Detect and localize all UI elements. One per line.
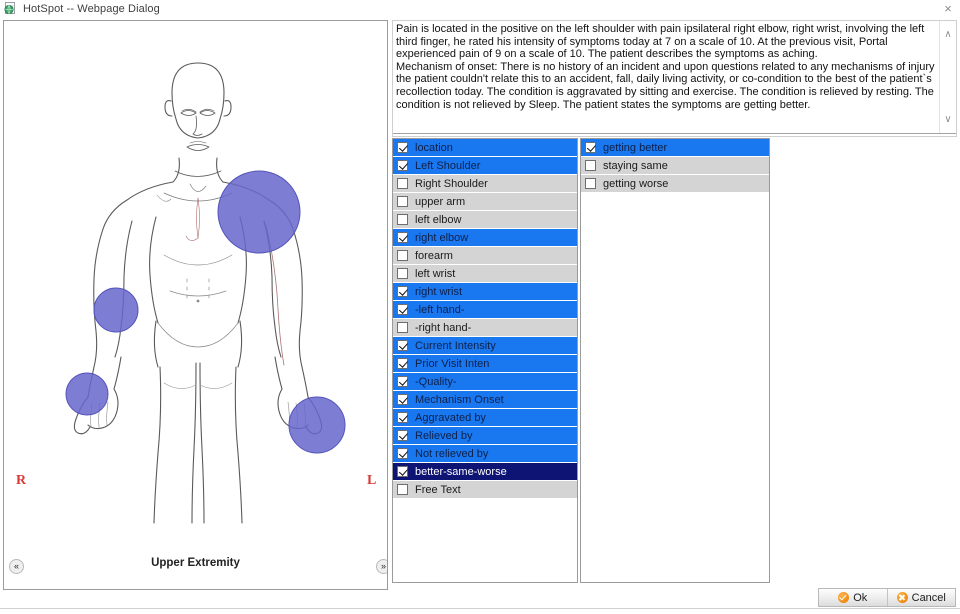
dialog-button-bar: Ok Cancel xyxy=(818,588,956,607)
finding-label: Relieved by xyxy=(415,429,473,442)
finding-checkbox[interactable] xyxy=(397,286,408,297)
title-bar: HotSpot -- Webpage Dialog × xyxy=(0,0,960,17)
finding-checkbox[interactable] xyxy=(397,178,408,189)
finding-label: Current Intensity xyxy=(415,339,496,352)
finding-row[interactable]: better-same-worse xyxy=(393,463,577,481)
narrative-text[interactable]: Pain is located in the positive on the l… xyxy=(396,23,935,111)
finding-checkbox[interactable] xyxy=(397,484,408,495)
finding-checkbox[interactable] xyxy=(397,196,408,207)
finding-label: Right Shoulder xyxy=(415,177,488,190)
finding-row[interactable]: Free Text xyxy=(393,481,577,499)
cancel-button[interactable]: Cancel xyxy=(886,589,955,606)
finding-row[interactable]: right wrist xyxy=(393,283,577,301)
window-title: HotSpot -- Webpage Dialog xyxy=(23,2,160,15)
scroll-down-icon[interactable]: ∨ xyxy=(944,114,952,125)
finding-checkbox[interactable] xyxy=(397,322,408,333)
finding-checkbox[interactable] xyxy=(397,304,408,315)
anatomical-figure[interactable] xyxy=(4,21,387,589)
finding-row[interactable]: -right hand- xyxy=(393,319,577,337)
finding-row[interactable]: Left Shoulder xyxy=(393,157,577,175)
finding-row[interactable]: Relieved by xyxy=(393,427,577,445)
progress-row[interactable]: getting worse xyxy=(581,175,769,193)
finding-label: left elbow xyxy=(415,213,462,226)
finding-checkbox[interactable] xyxy=(397,448,408,459)
finding-checkbox[interactable] xyxy=(397,394,408,405)
progress-checkbox[interactable] xyxy=(585,160,596,171)
finding-label: -left hand- xyxy=(415,303,465,316)
cancel-button-label: Cancel xyxy=(911,591,946,604)
progress-row[interactable]: getting better xyxy=(581,139,769,157)
finding-checkbox[interactable] xyxy=(397,142,408,153)
finding-checkbox[interactable] xyxy=(397,340,408,351)
finding-checkbox[interactable] xyxy=(397,268,408,279)
close-icon[interactable]: × xyxy=(944,1,952,16)
ok-check-icon xyxy=(838,592,850,603)
right-side-marker: R xyxy=(16,473,27,488)
webpage-dialog-icon xyxy=(4,2,17,15)
bottom-divider xyxy=(0,608,960,609)
finding-label: forearm xyxy=(415,249,453,262)
finding-row[interactable]: Prior Visit Inten xyxy=(393,355,577,373)
left-side-marker: L xyxy=(367,473,377,488)
finding-label: -right hand- xyxy=(415,321,472,334)
finding-checkbox[interactable] xyxy=(397,412,408,423)
ok-button-label: Ok xyxy=(853,591,868,604)
finding-checkbox[interactable] xyxy=(397,376,408,387)
finding-row[interactable]: location xyxy=(393,139,577,157)
finding-label: -Quality- xyxy=(415,375,457,388)
region-label: Upper Extremity xyxy=(151,557,240,569)
finding-row[interactable]: Current Intensity xyxy=(393,337,577,355)
finding-row[interactable]: Not relieved by xyxy=(393,445,577,463)
finding-label: Aggravated by xyxy=(415,411,486,424)
finding-checkbox[interactable] xyxy=(397,358,408,369)
finding-row[interactable]: Mechanism Onset xyxy=(393,391,577,409)
finding-label: location xyxy=(415,141,453,154)
finding-row[interactable]: right elbow xyxy=(393,229,577,247)
finding-label: right elbow xyxy=(415,231,469,244)
finding-row[interactable]: Aggravated by xyxy=(393,409,577,427)
narrative-textarea[interactable]: Pain is located in the positive on the l… xyxy=(392,20,957,134)
finding-checkbox[interactable] xyxy=(397,232,408,243)
finding-checkbox[interactable] xyxy=(397,214,408,225)
finding-row[interactable]: -left hand- xyxy=(393,301,577,319)
finding-row[interactable]: forearm xyxy=(393,247,577,265)
finding-checkbox[interactable] xyxy=(397,466,408,477)
finding-label: left wrist xyxy=(415,267,456,280)
progress-checkbox[interactable] xyxy=(585,142,596,153)
finding-row[interactable]: upper arm xyxy=(393,193,577,211)
finding-label: right wrist xyxy=(415,285,463,298)
scroll-up-icon[interactable]: ∧ xyxy=(944,29,952,40)
cancel-x-icon xyxy=(896,592,908,603)
narrative-scrollbar[interactable]: ∧ ∨ xyxy=(939,21,956,133)
finding-row[interactable]: -Quality- xyxy=(393,373,577,391)
body-diagram-panel[interactable]: R L Upper Extremity « » xyxy=(3,20,388,590)
finding-label: Mechanism Onset xyxy=(415,393,504,406)
progress-label: staying same xyxy=(603,159,668,172)
finding-row[interactable]: Right Shoulder xyxy=(393,175,577,193)
finding-label: Prior Visit Inten xyxy=(415,357,490,370)
finding-checkbox[interactable] xyxy=(397,430,408,441)
finding-row[interactable]: left wrist xyxy=(393,265,577,283)
finding-label: better-same-worse xyxy=(415,465,507,478)
finding-label: Left Shoulder xyxy=(415,159,481,172)
finding-checkbox[interactable] xyxy=(397,160,408,171)
hotspot-markers xyxy=(65,170,346,454)
previous-view-button[interactable]: « xyxy=(9,559,24,574)
next-view-button[interactable]: » xyxy=(376,559,387,574)
finding-label: Not relieved by xyxy=(415,447,489,460)
progress-label: getting better xyxy=(603,141,668,154)
progress-row[interactable]: staying same xyxy=(581,157,769,175)
progress-checkbox[interactable] xyxy=(585,178,596,189)
finding-checkbox[interactable] xyxy=(397,250,408,261)
finding-label: Free Text xyxy=(415,483,461,496)
progress-label: getting worse xyxy=(603,177,669,190)
better-same-worse-list[interactable]: getting better staying same getting worse xyxy=(580,138,770,583)
finding-label: upper arm xyxy=(415,195,466,208)
finding-row[interactable]: left elbow xyxy=(393,211,577,229)
ok-button[interactable]: Ok xyxy=(819,589,887,606)
